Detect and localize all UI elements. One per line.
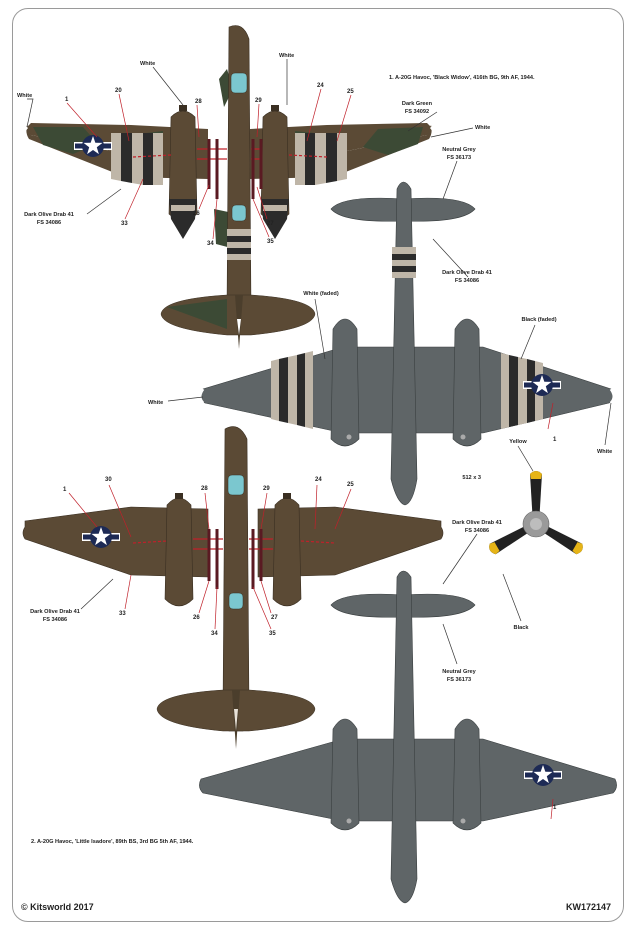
decal-numbers: 1 20 28 29 24 25 33 26 34 27 35 1 1 30 2… <box>63 83 557 811</box>
product-code: KW172147 <box>565 902 611 912</box>
caption-scheme-1: 1. A-20G Havoc, 'Black Widow', 416th BG,… <box>389 75 535 81</box>
decal-sheet: White White White White White White Dark… <box>12 8 624 922</box>
label-od41: Dark Olive Drab 41 <box>452 520 502 526</box>
label-white: White <box>17 93 32 99</box>
decal-number: 34 <box>211 631 218 637</box>
label-fs-od41: FS 34086 <box>43 617 67 623</box>
label-yellow: Yellow <box>509 439 527 445</box>
walkway-lines-2 <box>132 529 336 589</box>
caption-scheme-2: 2. A-20G Havoc, 'Little Isadore', 89th B… <box>31 839 194 845</box>
decal-number: 34 <box>207 241 214 247</box>
label-black-faded: Black (faded) <box>521 317 556 323</box>
decal-number: 26 <box>193 615 200 621</box>
copyright-text: © Kitsworld 2017 <box>21 902 94 912</box>
decal-number: 33 <box>121 221 128 227</box>
underside-view-1 <box>198 181 616 506</box>
leader-lines <box>26 59 612 820</box>
decal-number: 25 <box>347 482 354 488</box>
decal-number: 1 <box>553 437 557 443</box>
aircraft-profiles: White White White White White White Dark… <box>17 25 617 904</box>
nacelle-tail-stripes <box>169 199 289 239</box>
decal-number: 27 <box>267 221 274 227</box>
label-neutral-grey: Neutral Grey <box>442 147 476 153</box>
label-od41: Dark Olive Drab 41 <box>442 270 492 276</box>
decal-number: 33 <box>119 611 126 617</box>
decal-number: 24 <box>315 477 322 483</box>
decal-number: 1 <box>63 487 67 493</box>
label-white-faded: White (faded) <box>303 291 339 297</box>
label-fs-od41: FS 34086 <box>37 220 61 226</box>
decal-number: 1 <box>65 97 69 103</box>
decal-number: 35 <box>269 631 276 637</box>
label-fs-od41: FS 34086 <box>465 528 489 534</box>
label-fs-dark-green: FS 34092 <box>405 109 429 115</box>
decal-number: 29 <box>263 486 270 492</box>
label-od41: Dark Olive Drab 41 <box>24 212 74 218</box>
decal-number: 24 <box>317 83 324 89</box>
label-white: White <box>279 53 294 59</box>
decal-number: 1 <box>553 805 557 811</box>
decal-number: 20 <box>115 88 122 94</box>
label-fs-neutral-grey: FS 36173 <box>447 155 471 161</box>
top-view-2 <box>22 426 444 749</box>
label-white: White <box>475 125 490 131</box>
label-fs-od41: FS 34086 <box>455 278 479 284</box>
top-view-1 <box>22 25 436 349</box>
label-white: White <box>148 400 163 406</box>
propeller-diagram <box>489 471 583 555</box>
label-dark-green: Dark Green <box>402 101 433 107</box>
decal-number: 30 <box>105 477 112 483</box>
label-black: Black <box>514 625 530 631</box>
decal-number: 27 <box>271 615 278 621</box>
decal-number: 25 <box>347 89 354 95</box>
label-neutral-grey: Neutral Grey <box>442 669 476 675</box>
walkway-lines <box>132 139 328 199</box>
decal-number: 28 <box>195 99 202 105</box>
underside-view-2 <box>199 570 617 904</box>
label-fs-neutral-grey: FS 36173 <box>447 677 471 683</box>
decal-number: 26 <box>193 211 200 217</box>
color-callouts: White White White White White White Dark… <box>17 53 612 683</box>
decal-number: 28 <box>201 486 208 492</box>
label-od41: Dark Olive Drab 41 <box>30 609 80 615</box>
invasion-stripes-wings <box>111 133 347 185</box>
label-white: White <box>597 449 612 455</box>
label-white: White <box>140 61 155 67</box>
decal-number: 29 <box>255 98 262 104</box>
label-prop-decal: 512 x 3 <box>462 475 481 481</box>
decal-number: 35 <box>267 239 274 245</box>
